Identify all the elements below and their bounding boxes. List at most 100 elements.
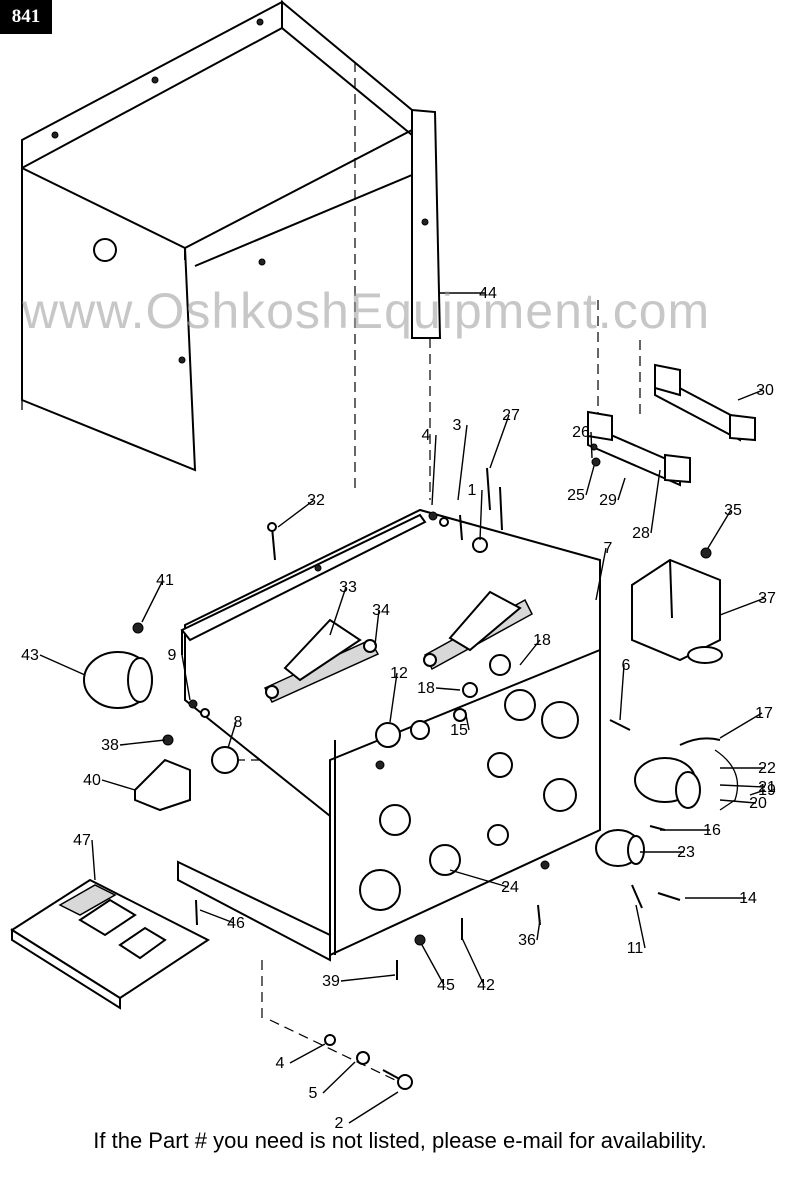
leader-line [737,389,764,401]
callout-label: 4 [422,427,431,444]
control-box-chassis [177,508,601,962]
callout-label: 37 [758,590,776,607]
leader-line [435,687,461,691]
leader-line [707,509,732,549]
callout-label: 6 [622,657,631,674]
callout-label: 16 [703,822,721,839]
transformer-37 [631,558,723,664]
callout-label: 24 [501,879,519,896]
switch-12 [375,722,401,748]
circuit-board-47 [10,878,210,1010]
callout-label: 47 [73,832,91,849]
callout-label: 4 [276,1055,285,1072]
leader-line [289,1043,326,1064]
callout-label: 23 [677,844,695,861]
clip-17 [679,737,721,746]
mounting-bracket-30 [654,363,756,442]
leader-line [749,789,766,796]
footer-availability-note: If the Part # you need is not listed, pl… [93,1128,707,1153]
leader-line [101,779,136,791]
leader-line [719,784,766,788]
leader-line [431,434,437,506]
terminal-strip-7 [423,590,533,671]
leader-line [277,499,315,528]
page-number-badge: 841 [0,0,52,34]
leader-line [329,586,347,636]
callout-label: 28 [632,525,650,542]
leader-line [719,712,763,739]
resistor-8 [211,746,239,774]
callout-label: 26 [572,424,590,441]
callout-label: 27 [502,407,520,424]
capacitor-43 [83,651,153,709]
leader-line [461,937,485,986]
callout-label: 30 [756,382,774,399]
gauge-24 [379,804,411,836]
callout-label: 25 [567,487,585,504]
leader-line [389,672,398,723]
callout-label: 1 [468,482,477,499]
callout-label: 45 [437,977,455,994]
leader-lines [39,292,766,1124]
callout-label: 18 [417,680,435,697]
meter-18 [504,689,536,721]
callout-label: 38 [101,737,119,754]
leader-line [449,869,509,888]
leader-line [91,839,96,881]
leader-line [322,1061,356,1094]
callout-label: 15 [450,722,468,739]
leader-line [39,654,86,676]
callout-label: 39 [322,973,340,990]
callout-label: 44 [479,285,497,302]
callout-label: 43 [21,647,39,664]
leader-line [585,465,595,496]
mounting-bracket-29 [587,410,691,487]
screws [195,443,712,1090]
callout-label: 40 [83,772,101,789]
leader-line [536,919,541,941]
callout-label: 33 [339,579,357,596]
callout-label: 42 [477,977,495,994]
callout-label: 35 [724,502,742,519]
callout-label: 21 [758,779,776,796]
callout-label: 14 [739,890,757,907]
leader-line [617,477,626,501]
leader-line [181,654,191,701]
callout-label: 8 [234,714,243,731]
callout-label: 12 [390,665,408,682]
nut-41 [132,622,144,634]
callout-label: 7 [604,540,613,557]
leader-line [119,739,166,746]
callout-label: 11 [627,940,644,957]
motor-21 [634,757,701,809]
leader-line [479,489,483,541]
relay-40 [134,758,191,812]
leader-line [348,1091,399,1124]
callout-label: 3 [453,417,462,434]
leader-line [719,799,757,804]
leader-line [227,721,237,749]
cap-23 [595,829,645,867]
leader-line [650,469,661,534]
leader-line [464,709,470,731]
callout-label: 34 [372,602,390,619]
callout-label: 41 [156,572,174,589]
callout-label: 9 [168,647,177,664]
callout-label: 17 [755,705,773,722]
callout-label: 46 [227,915,245,932]
callout-label: 18 [533,632,551,649]
leader-line [340,974,396,982]
callout-label: 22 [758,760,776,777]
leader-line [719,597,766,616]
leader-line [619,664,625,721]
leader-line [595,547,607,601]
callout-label: 36 [518,932,536,949]
leader-line [421,944,445,986]
leader-line [519,639,541,666]
terminal-strip-33 [263,618,380,703]
watermark-text: www.OshkoshEquipment.com [22,283,711,339]
leader-line [374,609,380,646]
leader-line [141,579,164,623]
